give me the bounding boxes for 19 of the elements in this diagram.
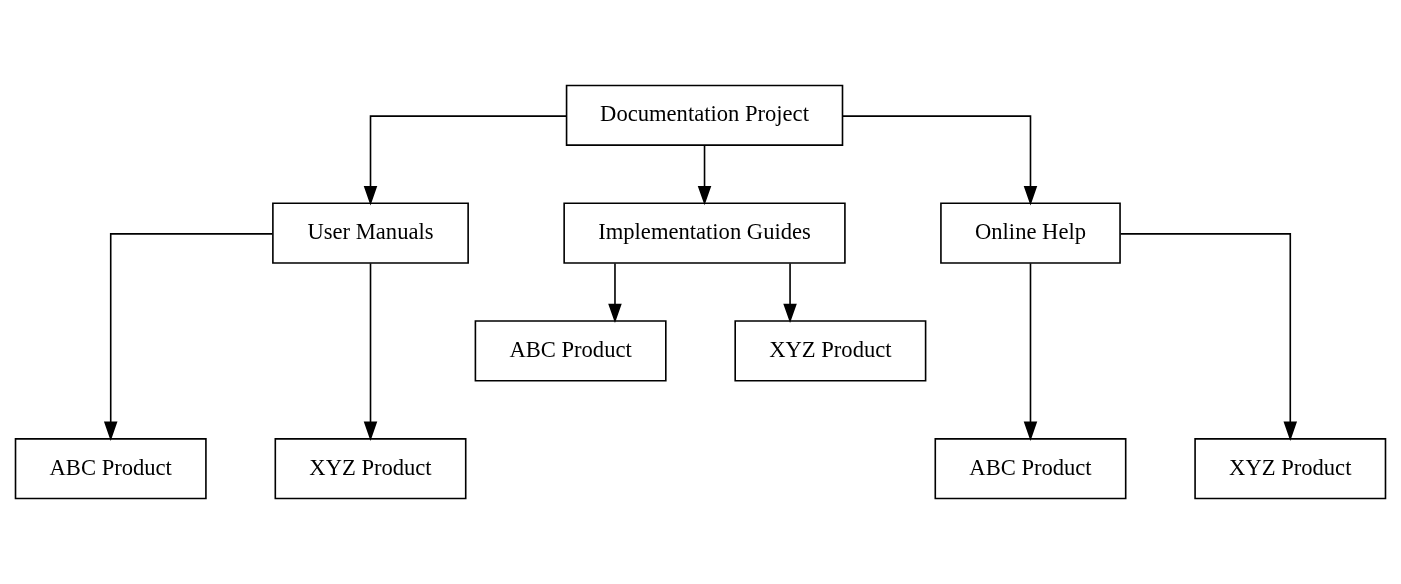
node-box: User Manuals — [272, 202, 469, 264]
arrow — [363, 115, 568, 206]
arrow — [1119, 233, 1298, 441]
node-box: Implementation Guides — [563, 202, 846, 264]
arrow — [697, 144, 712, 206]
node-box: XYZ Product — [1194, 438, 1387, 500]
node-box: Online Help — [940, 202, 1121, 264]
arrow — [363, 262, 378, 441]
node-box: Documentation Project — [565, 84, 844, 146]
arrow — [783, 262, 797, 324]
node-box: XYZ Product — [274, 438, 467, 500]
arrow — [1023, 262, 1038, 441]
arrow — [841, 115, 1038, 206]
node-box: ABC Product — [14, 438, 207, 500]
arrow — [103, 233, 274, 441]
node-box: ABC Product — [474, 320, 667, 382]
arrow — [608, 262, 622, 324]
node-box: ABC Product — [934, 438, 1127, 500]
node-box: XYZ Product — [734, 320, 927, 382]
